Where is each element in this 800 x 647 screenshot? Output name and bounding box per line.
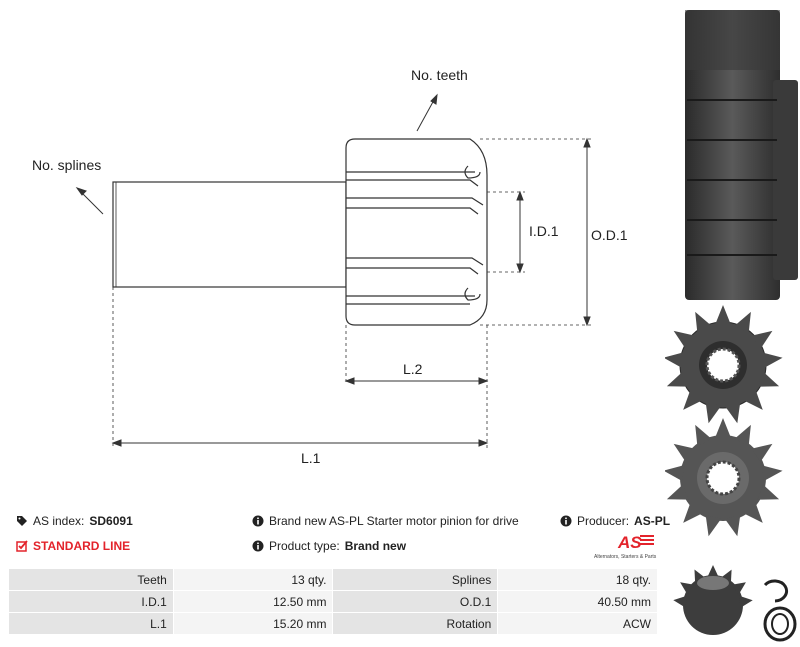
tag-icon <box>17 516 27 526</box>
pinion-side-photo <box>685 10 798 300</box>
spec-value: 12.50 mm <box>172 590 334 613</box>
producer-value: AS-PL <box>634 514 671 528</box>
description: Brand new AS-PL Starter motor pinion for… <box>252 514 519 528</box>
pinion-back-photo <box>665 418 783 537</box>
spec-value: 40.50 mm <box>497 590 658 613</box>
label-no-teeth: No. teeth <box>411 67 468 83</box>
spec-label: L.1 <box>8 612 174 635</box>
spec-value: ACW <box>497 612 658 635</box>
spec-label: Splines <box>332 568 499 591</box>
label-l1: L.1 <box>301 450 321 466</box>
logo-mark: AS <box>617 533 642 552</box>
label-od1: O.D.1 <box>591 227 628 243</box>
technical-drawing: No. teeth No. splines I.D.1 O.D.1 L.2 L.… <box>32 67 628 466</box>
table-row: L.1 15.20 mm Rotation ACW <box>8 612 658 635</box>
table-row: I.D.1 12.50 mm O.D.1 40.50 mm <box>8 590 658 613</box>
info-icon <box>252 540 264 552</box>
spec-label: O.D.1 <box>332 590 499 613</box>
product-info: AS index: SD6091 STANDARD LINE Brand new… <box>14 512 670 560</box>
table-row: Teeth 13 qty. Splines 18 qty. <box>8 568 658 591</box>
producer-label: Producer: <box>577 514 630 528</box>
specs-table: Teeth 13 qty. Splines 18 qty. I.D.1 12.5… <box>8 568 658 635</box>
product-photos <box>665 10 798 642</box>
pinion-front-photo <box>665 305 783 424</box>
spec-label: Teeth <box>8 568 174 591</box>
product-type-value: Brand new <box>344 539 407 553</box>
standard-line-label: STANDARD LINE <box>33 539 131 553</box>
spec-value: 18 qty. <box>497 568 658 591</box>
spec-value: 15.20 mm <box>172 612 334 635</box>
spec-label: I.D.1 <box>8 590 174 613</box>
info-icon <box>560 515 572 527</box>
label-l2: L.2 <box>403 361 423 377</box>
standard-line: STANDARD LINE <box>16 539 130 553</box>
as-pl-logo: AS Alternators, Starters & Parts <box>594 533 657 560</box>
info-icon <box>252 515 264 527</box>
pinion-kit-photo <box>673 565 797 642</box>
spec-value: 13 qty. <box>172 568 334 591</box>
spec-label: Rotation <box>332 612 499 635</box>
description-text: Brand new AS-PL Starter motor pinion for… <box>269 514 519 528</box>
as-index: AS index: SD6091 <box>16 514 133 528</box>
label-no-splines: No. splines <box>32 157 101 173</box>
as-index-label: AS index: <box>33 514 85 528</box>
as-index-value: SD6091 <box>89 514 133 528</box>
label-id1: I.D.1 <box>529 223 559 239</box>
logo-tagline: Alternators, Starters & Parts <box>594 554 657 560</box>
producer: Producer: AS-PL <box>560 514 670 528</box>
product-type-label: Product type: <box>269 539 340 553</box>
checkbox-icon <box>16 540 28 552</box>
product-type: Product type: Brand new <box>252 539 406 553</box>
